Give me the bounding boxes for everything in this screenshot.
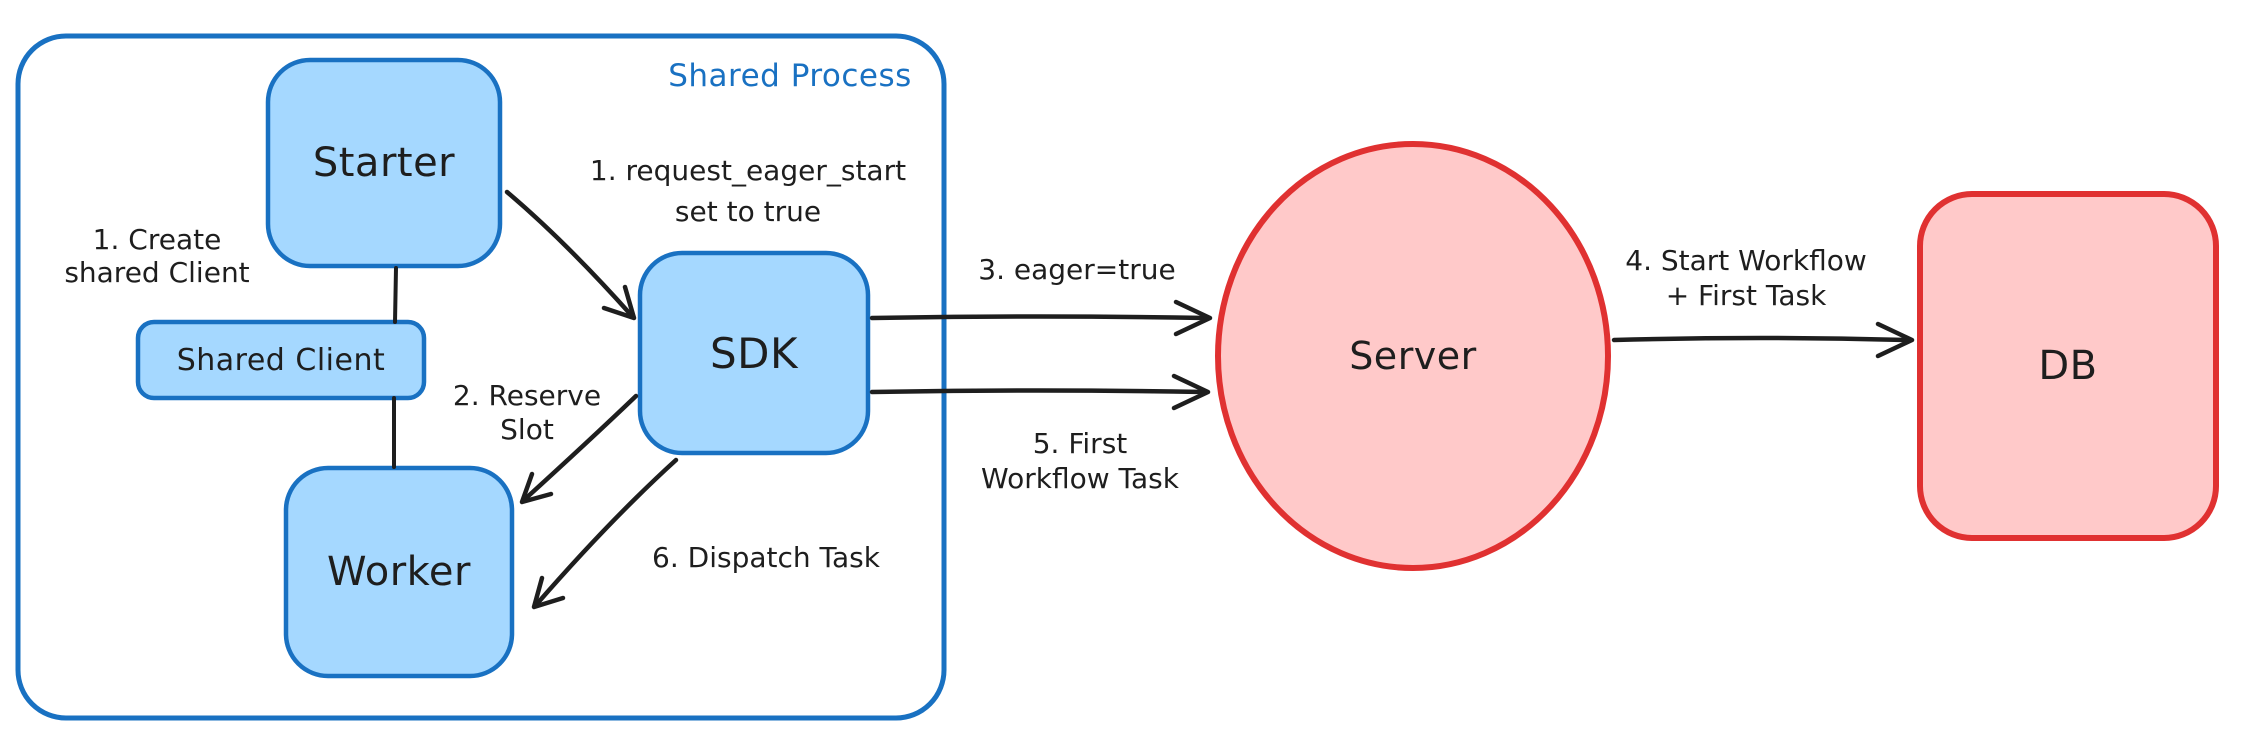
sdk-node [637, 250, 871, 456]
shared-process-container [15, 33, 947, 721]
arrow-start-workflow [1611, 321, 1915, 359]
shared-client-node [135, 319, 427, 401]
arrow-reserve-slot [519, 393, 639, 505]
arrow-eager-true [869, 299, 1213, 337]
arrow-request-eager-start [504, 189, 637, 321]
worker-node [283, 465, 515, 679]
starter-node [265, 57, 503, 269]
db-node [1917, 191, 2219, 541]
arrow-first-workflow-task [869, 373, 1211, 411]
connector-starter-shared-client [393, 266, 398, 324]
arrow-dispatch-task [531, 457, 679, 610]
server-node [1215, 141, 1611, 571]
